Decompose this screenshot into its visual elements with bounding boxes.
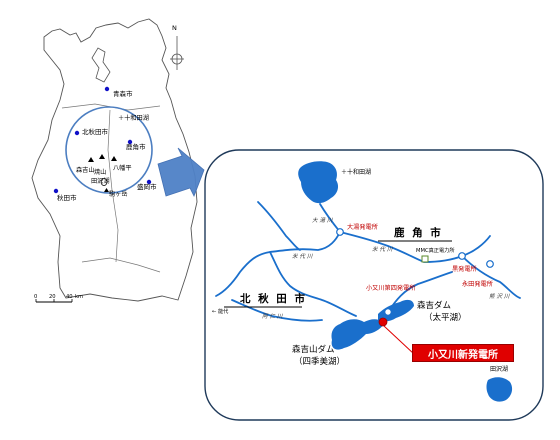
prefecture-border-center	[107, 109, 119, 263]
dam-moriyoshi-name: 森吉ダム	[417, 300, 451, 311]
focus-area-circle	[65, 106, 153, 194]
place-label-moriyoshi: 森吉山	[76, 166, 95, 174]
river-east-branch	[461, 255, 521, 299]
river-kumazawa-north	[257, 201, 301, 251]
plant-marker-kurosawa	[458, 252, 466, 260]
city-dot-morioka	[146, 179, 152, 185]
lake-tazawa-shape	[486, 377, 513, 402]
lake-tazawa-label: 田沢湖	[490, 365, 508, 373]
place-label-towada: ＋十和田湖	[118, 114, 149, 122]
lake-towada-shape	[298, 161, 339, 204]
plant-label-komata4: 小又川第四発電所	[366, 284, 416, 292]
city-dot-aomori	[104, 86, 110, 92]
mutsu-bay-outline	[91, 47, 111, 83]
mountain-markers: ＋十和田湖 森吉山 焼山 八幡平 田沢湖 駒ヶ岳	[76, 114, 149, 198]
plant-marker-nagata	[486, 260, 494, 268]
city-label-morioka: 盛岡市	[137, 182, 157, 191]
city-label-kitaakita-detail: 北 秋 田 市	[240, 292, 307, 305]
lake-tazawa-outline	[100, 178, 108, 186]
city-label-kazuno-detail: 鹿 角 市	[394, 226, 443, 239]
scale-tick-0: 0	[34, 294, 37, 300]
mountain-icon-hachimantai	[111, 156, 117, 161]
place-label-yakeyama: 焼山	[94, 168, 106, 176]
place-label-tazawa: 田沢湖	[91, 177, 110, 185]
place-label-hachimantai: 八幡平	[113, 164, 132, 172]
mountain-icon-moriyoshi	[88, 157, 94, 162]
city-label-akita: 秋田市	[57, 193, 77, 202]
scale-tick-20: 20	[49, 294, 56, 300]
scale-unit: km	[75, 294, 83, 300]
city-markers: 青森市 北秋田市 鹿角市 秋田市 盛岡市	[53, 86, 157, 202]
scale-bar: 0 20 40 km	[34, 294, 83, 303]
power-plants: 大湯発電所 MMC真正電力所 黒発電所 永田発電所 小又川第四発電所	[336, 223, 494, 327]
mountain-icon-yakeyama	[99, 154, 105, 159]
dam-moriyoshi-sub: （太平湖）	[424, 312, 467, 323]
lake-taiheiko-shape	[378, 299, 414, 322]
plant-label-ohyu: 大湯発電所	[347, 223, 378, 231]
river-ani-lower	[231, 299, 323, 322]
city-dot-kitaakita	[74, 130, 80, 136]
city-dot-kazuno	[127, 139, 133, 145]
zoom-arrow-icon	[157, 147, 205, 197]
plant-marker-komata4	[384, 308, 392, 316]
plant-marker-mmc	[421, 255, 429, 263]
river-label-yoneshiro-west: 米 代 川	[292, 253, 314, 260]
new-plant-callout: 小又川新発電所	[412, 344, 514, 362]
river-label-kumazawa: 熊 沢 川	[489, 293, 511, 300]
city-dot-akita	[53, 188, 59, 194]
river-ani	[269, 251, 357, 317]
river-label-ani: 阿 仁 川	[262, 313, 284, 320]
dam-moriyoshiyama-sub: （四季美湖）	[294, 356, 345, 367]
place-label-komagatake: 駒ヶ岳	[109, 190, 128, 198]
lake-shikibiko-shape	[331, 319, 384, 350]
new-plant-marker	[378, 317, 388, 327]
river-network	[215, 201, 521, 322]
plant-label-mmc: MMC真正電力所	[416, 246, 455, 254]
plant-label-kurosawa: 黒発電所	[452, 265, 477, 273]
scale-tick-40: 40	[66, 294, 73, 300]
river-label-ohyu: 大 湯 川	[312, 217, 334, 224]
north-arrow-icon: N	[170, 24, 184, 70]
plant-label-nagata: 永田発電所	[462, 280, 493, 288]
river-label-yoneshiro-kazuno: 米 代 川	[372, 246, 394, 253]
city-label-aomori: 青森市	[113, 89, 133, 98]
city-label-kitaakita: 北秋田市	[82, 127, 109, 136]
river-komata	[387, 271, 453, 313]
prefecture-border	[81, 257, 161, 273]
city-label-kazuno: 鹿角市	[126, 142, 146, 151]
mountain-icon-komagatake	[104, 188, 109, 192]
lake-towada-label: ＋十和田湖	[341, 168, 371, 176]
direction-noshiro: ← 能代	[212, 307, 229, 315]
dam-moriyoshiyama-name: 森吉山ダム	[292, 344, 335, 355]
north-label: N	[172, 24, 177, 32]
callout-leader-line	[383, 325, 415, 355]
plant-marker-ohyu	[336, 228, 344, 236]
